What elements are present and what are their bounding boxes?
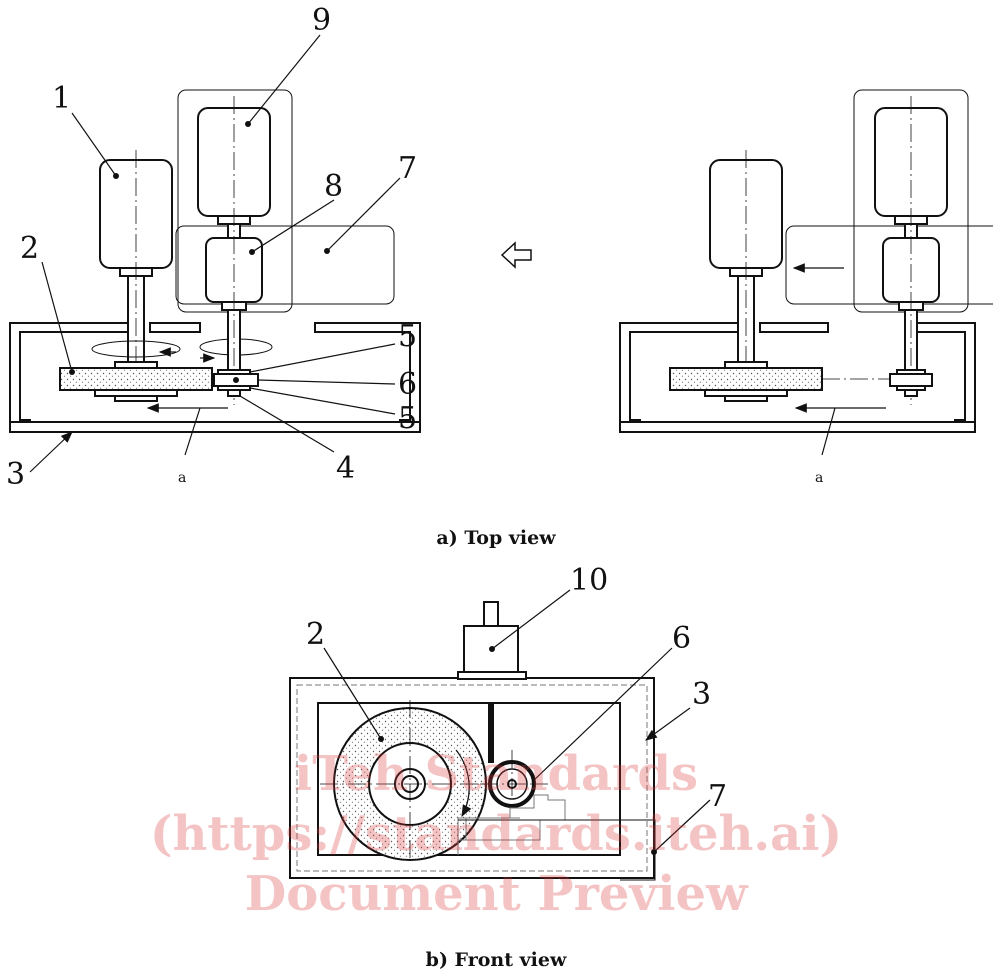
label-4: 4 <box>336 451 355 486</box>
caption-front-view: b) Front view <box>426 949 567 971</box>
abrasive-wheel-2 <box>59 367 213 391</box>
label-1: 1 <box>52 81 71 116</box>
label-5-upper: 5 <box>398 319 417 354</box>
housing-base <box>9 421 421 433</box>
abrasive-wheel-right <box>669 367 823 391</box>
label-b-6: 6 <box>672 621 691 656</box>
label-3: 3 <box>6 457 25 492</box>
label-8: 8 <box>324 169 343 204</box>
label-b-3: 3 <box>692 677 711 712</box>
label-6: 6 <box>398 367 417 402</box>
label-b-2: 2 <box>306 617 325 652</box>
rotation-indicator-1 <box>91 340 181 358</box>
top-view-right <box>619 89 993 456</box>
housing-right-wall <box>314 322 421 431</box>
wheel-nut <box>114 395 158 402</box>
label-b-7: 7 <box>708 779 727 814</box>
watermark-line-3: Document Preview <box>245 866 749 922</box>
hollow-left-arrow-icon <box>500 241 532 269</box>
label-a-right: a <box>815 470 823 486</box>
label-5-lower: 5 <box>398 401 417 436</box>
front-view <box>289 589 711 881</box>
nut-4 <box>227 389 241 397</box>
top-view-left <box>9 34 421 473</box>
label-9: 9 <box>312 3 331 38</box>
watermark-line-2: (https://standards.iteh.ai) <box>150 806 842 862</box>
label-a-left: a <box>178 470 186 486</box>
sliding-frame-7 <box>175 225 395 305</box>
caption-top-view: a) Top view <box>436 527 556 549</box>
label-2: 2 <box>20 231 39 266</box>
label-b-10: 10 <box>570 563 608 598</box>
watermark-line-1: iTeh Standards <box>294 746 698 802</box>
label-7: 7 <box>398 151 417 186</box>
housing-lid-segment <box>149 322 201 333</box>
